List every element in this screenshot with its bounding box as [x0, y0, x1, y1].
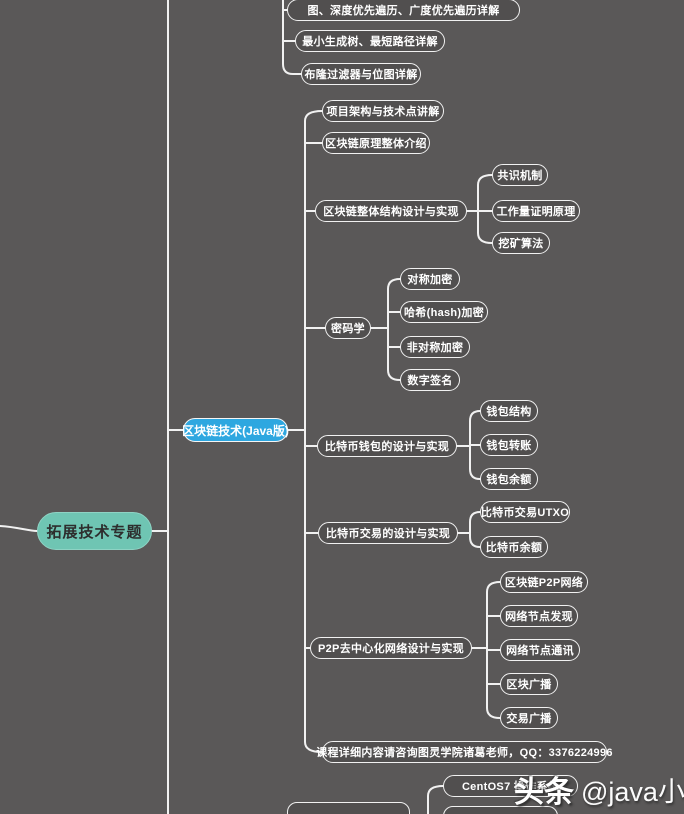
node-partial-bottom-parent[interactable]: [287, 802, 410, 814]
node-blockchain-intro[interactable]: 区块链原理整体介绍: [322, 132, 430, 154]
node-label: 对称加密: [407, 274, 453, 286]
node-label: 区块链P2P网络: [504, 577, 584, 589]
node-label: P2P去中心化网络设计与实现: [318, 643, 464, 655]
node-label: 比特币余额: [485, 542, 543, 554]
node-wallet-structure[interactable]: 钱包结构: [480, 400, 538, 422]
node-transaction-broadcast[interactable]: 交易广播: [500, 707, 558, 729]
node-bitcoin-wallet[interactable]: 比特币钱包的设计与实现: [317, 435, 457, 457]
node-block-broadcast[interactable]: 区块广播: [500, 673, 558, 695]
node-centos7-os[interactable]: CentOS7 操作系统: [443, 775, 578, 797]
root-node-label: 拓展技术专题: [46, 523, 143, 541]
node-label: 区块链整体结构设计与实现: [323, 206, 459, 218]
node-graph-traversal[interactable]: 图、深度优先遍历、广度优先遍历详解: [287, 0, 520, 21]
node-label: 区块广播: [506, 679, 552, 691]
node-label: 共识机制: [497, 170, 543, 182]
node-label: 比特币交易的设计与实现: [325, 528, 451, 540]
node-hash-encryption[interactable]: 哈希(hash)加密: [400, 301, 488, 323]
topic-node-blockchain-java[interactable]: 区块链技术(Java版): [182, 418, 289, 442]
node-label: 非对称加密: [406, 342, 464, 354]
node-blockchain-structure[interactable]: 区块链整体结构设计与实现: [315, 200, 467, 222]
node-label: 哈希(hash)加密: [404, 307, 484, 319]
node-bloom-filter-bitmap[interactable]: 布隆过滤器与位图详解: [301, 63, 421, 85]
node-project-architecture[interactable]: 项目架构与技术点讲解: [322, 100, 444, 122]
node-mining-algorithm[interactable]: 挖矿算法: [492, 232, 550, 254]
node-course-contact-qq[interactable]: 课程详细内容请咨询图灵学院诸葛老师，QQ：3376224996: [316, 741, 612, 763]
node-mst-shortest-path[interactable]: 最小生成树、最短路径详解: [295, 30, 445, 52]
node-label: 区块链原理整体介绍: [325, 138, 427, 150]
node-label: 挖矿算法: [498, 238, 544, 250]
watermark-handle: @java小瓜哥: [581, 776, 684, 807]
node-label: 工作量证明原理: [496, 206, 576, 218]
node-bitcoin-transaction[interactable]: 比特币交易的设计与实现: [318, 522, 458, 544]
node-label: 比特币交易UTXO: [480, 507, 570, 519]
node-label: 课程详细内容请咨询图灵学院诸葛老师，QQ：3376224996: [316, 747, 613, 759]
connector-group: [0, 0, 501, 814]
node-label: 密码学: [331, 323, 365, 335]
node-label: 最小生成树、最短路径详解: [302, 36, 438, 48]
node-wallet-balance[interactable]: 钱包余额: [480, 468, 538, 490]
node-label: 图、深度优先遍历、广度优先遍历详解: [307, 5, 500, 17]
node-bitcoin-balance[interactable]: 比特币余额: [480, 536, 548, 558]
watermark-brand: 头条: [514, 776, 574, 809]
node-label: 钱包转账: [486, 440, 532, 452]
node-label: 网络节点通讯: [506, 645, 574, 657]
node-blockchain-p2p-network[interactable]: 区块链P2P网络: [500, 571, 588, 593]
node-label: 比特币钱包的设计与实现: [324, 441, 450, 453]
node-label: 布隆过滤器与位图详解: [304, 69, 418, 81]
node-label: 数字签名: [407, 375, 453, 387]
node-consensus[interactable]: 共识机制: [492, 164, 548, 186]
node-proof-of-work[interactable]: 工作量证明原理: [492, 200, 580, 222]
topic-node-label: 区块链技术(Java版): [182, 423, 289, 438]
node-label: CentOS7 操作系统: [461, 781, 560, 793]
node-cryptography[interactable]: 密码学: [325, 317, 371, 339]
node-label: 交易广播: [506, 713, 552, 725]
node-wallet-transfer[interactable]: 钱包转账: [480, 434, 538, 456]
node-label: 钱包结构: [486, 406, 532, 418]
node-bitcoin-utxo[interactable]: 比特币交易UTXO: [480, 501, 570, 523]
node-digital-signature[interactable]: 数字签名: [400, 369, 460, 391]
node-symmetric-encryption[interactable]: 对称加密: [400, 268, 460, 290]
watermark: 头条 @java小瓜哥: [514, 767, 684, 811]
node-label: 项目架构与技术点讲解: [326, 106, 440, 118]
node-label: 钱包余额: [486, 474, 532, 486]
node-node-discovery[interactable]: 网络节点发现: [500, 605, 578, 627]
node-p2p-network[interactable]: P2P去中心化网络设计与实现: [310, 637, 472, 659]
node-asymmetric-encryption[interactable]: 非对称加密: [400, 336, 470, 358]
root-node-extended-topics[interactable]: 拓展技术专题: [37, 512, 152, 550]
node-node-communication[interactable]: 网络节点通讯: [500, 639, 580, 661]
node-label: 网络节点发现: [505, 611, 573, 623]
